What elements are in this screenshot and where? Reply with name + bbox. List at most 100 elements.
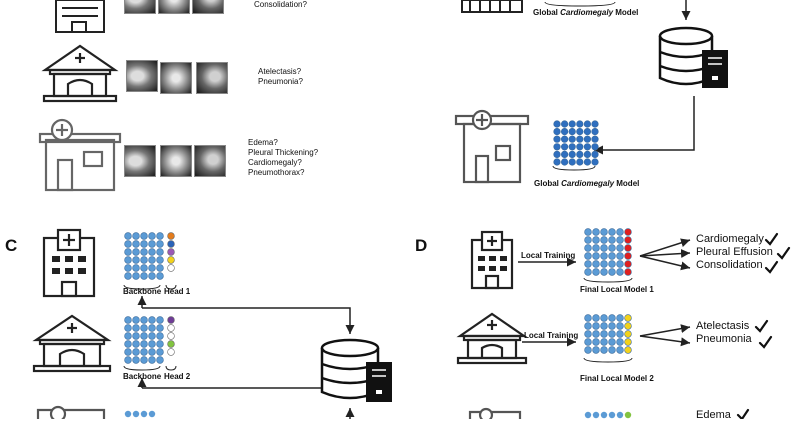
panel-letter-c: C xyxy=(5,236,18,255)
model-node xyxy=(148,348,156,356)
model-node xyxy=(140,316,148,324)
model-node xyxy=(616,322,624,330)
xray-thumbnail xyxy=(124,0,156,14)
model-node xyxy=(624,346,632,354)
local-training-label-2: Local Training xyxy=(524,331,579,340)
model-node xyxy=(592,346,600,354)
model-node xyxy=(584,244,592,252)
model-node xyxy=(568,150,576,158)
model-node xyxy=(576,158,584,166)
model-node xyxy=(124,348,132,356)
backbone-2-brace xyxy=(123,365,161,371)
model-node xyxy=(553,143,561,151)
hospital-1-icon xyxy=(55,0,105,33)
backbone-label-2: Backbone xyxy=(123,372,162,381)
diagnosis-pneumonia: Pneumonia xyxy=(696,333,752,345)
arrow-server-to-model xyxy=(594,96,695,155)
hospital-c2-icon xyxy=(32,314,112,373)
model-node xyxy=(624,322,632,330)
model-node xyxy=(156,256,164,264)
arrow-to-server-c xyxy=(142,307,355,334)
model-node xyxy=(616,338,624,346)
model-node xyxy=(600,338,608,346)
label-italic: Cardiomegaly xyxy=(560,8,614,17)
model-node xyxy=(608,322,616,330)
model-node xyxy=(140,340,148,348)
model-node xyxy=(592,322,600,330)
model-node xyxy=(124,332,132,340)
grid-c3-partial xyxy=(124,410,156,418)
model-node xyxy=(148,232,156,240)
model-node xyxy=(140,324,148,332)
xray-thumbnail xyxy=(160,62,192,94)
model-node xyxy=(568,128,576,136)
model-node xyxy=(124,340,132,348)
model-node xyxy=(608,330,616,338)
model-node xyxy=(124,316,132,324)
model-node xyxy=(608,260,616,268)
diagnosis-edema-partial: Edema xyxy=(696,409,731,421)
model-node xyxy=(148,316,156,324)
model-node xyxy=(584,346,592,354)
model-node xyxy=(583,150,592,158)
model-node xyxy=(592,228,600,236)
question-text: Pneumothorax? xyxy=(248,168,305,177)
backbone-grid-1 xyxy=(124,232,164,280)
model-node xyxy=(583,128,592,136)
panel-letter-d: D xyxy=(415,236,428,255)
model-node xyxy=(140,256,148,264)
model-node xyxy=(132,240,140,248)
xray-thumbnail xyxy=(196,62,228,94)
model-node xyxy=(156,332,164,340)
backbone-1-brace xyxy=(123,284,161,290)
model-node xyxy=(167,232,175,240)
model-node xyxy=(140,356,148,364)
label-suffix: Model xyxy=(614,179,640,188)
model-node xyxy=(592,330,600,338)
model-node xyxy=(156,340,164,348)
model-node xyxy=(616,236,624,244)
global-model-label-bottom: Global Cardiomegaly Model xyxy=(534,179,639,189)
model-node xyxy=(148,332,156,340)
model-node xyxy=(167,248,175,256)
model-node xyxy=(132,324,140,332)
model-node xyxy=(608,236,616,244)
head-1-nodes xyxy=(167,232,175,272)
final-model-grid-1 xyxy=(584,228,632,276)
model-node xyxy=(616,314,624,322)
model-node xyxy=(592,338,600,346)
xray-thumbnail xyxy=(194,145,226,177)
model-node xyxy=(568,143,576,151)
model-node xyxy=(132,348,140,356)
model-node xyxy=(600,260,608,268)
model-node xyxy=(124,264,132,272)
model-node xyxy=(583,135,592,143)
model-node xyxy=(568,120,576,128)
model-node xyxy=(608,314,616,322)
question-text: Consolidation? xyxy=(254,0,307,9)
xray-thumbnail xyxy=(160,145,192,177)
model-node xyxy=(560,120,569,128)
label-prefix: Global xyxy=(533,8,561,17)
head-2-brace xyxy=(165,365,177,371)
model-node xyxy=(624,268,632,276)
diagnosis-arrows-1 xyxy=(639,238,691,271)
global-model-grid-b xyxy=(553,120,599,166)
model-node xyxy=(124,272,132,280)
model-node xyxy=(132,256,140,264)
model-node xyxy=(600,322,608,330)
model-node xyxy=(616,252,624,260)
model-node xyxy=(584,260,592,268)
model-node xyxy=(576,120,584,128)
model-node xyxy=(600,330,608,338)
model-node xyxy=(167,264,175,272)
model-node xyxy=(584,330,592,338)
model-node xyxy=(167,240,175,248)
model-node xyxy=(124,356,132,364)
model-node xyxy=(167,316,175,324)
model-node xyxy=(591,120,599,128)
model-node xyxy=(584,228,592,236)
model-node xyxy=(156,240,164,248)
checkmark-icons xyxy=(736,232,791,419)
model-node xyxy=(624,228,632,236)
